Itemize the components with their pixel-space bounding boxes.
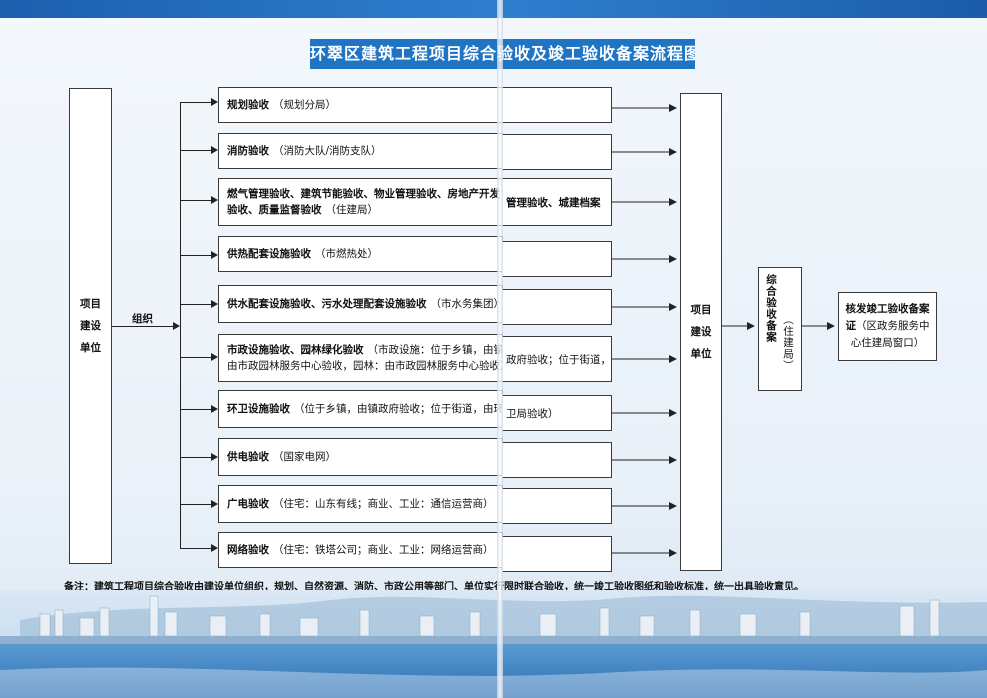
top-band-left — [0, 0, 500, 18]
branch-line — [180, 504, 212, 505]
acceptance-item-sanitation: 环卫设施验收 （位于乡镇，由镇政府验收；位于街道，由环 — [218, 390, 503, 428]
item-dept: （市政设施：位于乡镇，由镇 — [367, 344, 503, 356]
acceptance-item-sanitation-cont: 卫局验收） — [502, 395, 612, 431]
item-title: 供电验收 — [227, 451, 269, 463]
project-unit-line: 项目 — [690, 304, 712, 316]
acceptance-item-planning-cont — [502, 87, 612, 123]
project-unit-line: 单位 — [690, 348, 712, 360]
acceptance-item-water: 供水配套设施验收、污水处理配套设施验收（市水务集团） — [218, 285, 503, 323]
item-dept: （规划分局） — [273, 99, 336, 111]
branch-line — [180, 255, 212, 256]
record-title: 综合验收备案 — [765, 274, 777, 343]
item-dept: （消防大队/消防支队） — [273, 145, 382, 157]
branch-line — [180, 200, 212, 201]
acceptance-item-water-cont — [502, 289, 612, 325]
acceptance-item-municipal-cont: 政府验收；位于街道， — [502, 336, 612, 382]
final-box: 核发竣工验收备案证（区政务服务中心住建局窗口） — [838, 292, 937, 361]
organize-arrow-head — [173, 322, 180, 330]
branch-arrow-head — [211, 353, 218, 361]
branch-arrow-head — [211, 251, 218, 259]
item-title: 消防验收 — [227, 145, 269, 157]
acceptance-item-housing-cont: 管理验收、城建档案 — [502, 178, 612, 226]
item-continuation: 政府验收；位于街道， — [506, 353, 611, 366]
branch-arrow-head — [211, 300, 218, 308]
item-dept: （住建局） — [325, 204, 379, 216]
acceptance-item-broadcast-cont — [502, 488, 612, 524]
top-band-right — [500, 0, 987, 18]
acceptance-item-municipal: 市政设施验收、园林绿化验收（市政设施：位于乡镇，由镇 由市政园林服务中心验收，园… — [218, 334, 503, 382]
acceptance-item-broadcast: 广电验收 （住宅：山东有线；商业、工业：通信运营商） — [218, 485, 503, 523]
branch-arrow-head — [211, 500, 218, 508]
item-continuation: 卫局验收） — [506, 407, 559, 420]
item-title: 供水配套设施验收、污水处理配套设施验收 — [227, 298, 427, 310]
item-line: 验收、质量监督验收（住建局） — [227, 202, 378, 218]
branch-line — [180, 102, 212, 103]
item-title: 环卫设施验收 — [227, 403, 290, 415]
item-line: 市政设施验收、园林绿化验收（市政设施：位于乡镇，由镇 — [227, 342, 503, 358]
branch-line — [180, 457, 212, 458]
project-unit-line: 项目 — [80, 298, 101, 310]
branch-rail — [180, 102, 181, 548]
acceptance-item-heating-cont — [502, 241, 612, 277]
fold-line — [497, 0, 503, 698]
record-box: 综合验收备案 （住建局） — [758, 267, 802, 391]
acceptance-item-heating: 供热配套设施验收 （市燃热处） — [218, 236, 503, 272]
branch-arrow-head — [211, 544, 218, 552]
item-continuation: 管理验收、城建档案 — [506, 196, 601, 209]
organize-arrow-line — [112, 326, 174, 327]
project-unit-box-right: 项目 建设 单位 — [680, 93, 722, 571]
acceptance-item-power: 供电验收 （国家电网） — [218, 438, 503, 476]
item-dept: （市燃热处） — [315, 248, 378, 260]
branch-line — [180, 409, 212, 410]
item-title: 燃气管理验收、建筑节能验收、物业管理验收、房地产开发 — [227, 188, 500, 200]
branch-line — [180, 357, 212, 358]
item-title: 供热配套设施验收 — [227, 248, 311, 260]
acceptance-item-planning: 规划验收 （规划分局） — [218, 87, 503, 123]
item-title: 网络验收 — [227, 544, 269, 556]
item-dept: （位于乡镇，由镇政府验收；位于街道，由环 — [294, 403, 503, 415]
acceptance-item-network-cont — [502, 536, 612, 572]
branch-arrow-head — [211, 453, 218, 461]
acceptance-item-power-cont — [502, 442, 612, 478]
item-dept-line2: 由市政园林服务中心验收，园林：由市政园林服务中心验收） — [227, 360, 503, 372]
item-dept: （住宅：铁塔公司；商业、工业：网络运营商） — [273, 544, 494, 556]
branch-arrow-head — [211, 98, 218, 106]
final-title: 核发竣工验收备案证 — [845, 303, 930, 332]
item-dept: （市水务集团） — [430, 298, 503, 310]
project-unit-line: 建设 — [690, 326, 712, 338]
branch-line — [180, 150, 212, 151]
organize-label: 组织 — [132, 313, 153, 325]
item-title: 市政设施验收、园林绿化验收 — [227, 344, 364, 356]
project-unit-line: 单位 — [80, 342, 101, 354]
footnote: 备注：建筑工程项目综合验收由建设单位组织，规划、自然资源、消防、市政公用等部门、… — [64, 582, 804, 593]
acceptance-item-fire-cont — [502, 134, 612, 170]
item-title-line2: 验收、质量监督验收 — [227, 204, 322, 216]
city-skyline-illustration — [0, 590, 987, 698]
item-line: 燃气管理验收、建筑节能验收、物业管理验收、房地产开发 — [227, 186, 500, 202]
branch-arrow-head — [211, 196, 218, 204]
branch-arrow-head — [211, 405, 218, 413]
item-title: 广电验收 — [227, 498, 269, 510]
record-dept: （住建局） — [782, 314, 794, 372]
branch-line — [180, 304, 212, 305]
acceptance-item-network: 网络验收 （住宅：铁塔公司；商业、工业：网络运营商） — [218, 532, 503, 568]
project-unit-line: 建设 — [80, 320, 101, 332]
final-dept: （区政务服务中心住建局窗口） — [850, 320, 930, 349]
branch-arrow-head — [211, 146, 218, 154]
item-line: 由市政园林服务中心验收，园林：由市政园林服务中心验收） — [227, 358, 503, 374]
item-dept: （国家电网） — [273, 451, 336, 463]
branch-line — [180, 548, 212, 549]
project-unit-box-left: 项目 建设 单位 — [69, 88, 112, 564]
acceptance-item-housing: 燃气管理验收、建筑节能验收、物业管理验收、房地产开发 验收、质量监督验收（住建局… — [218, 178, 503, 226]
item-title: 规划验收 — [227, 99, 269, 111]
item-dept: （住宅：山东有线；商业、工业：通信运营商） — [273, 498, 494, 510]
acceptance-item-fire: 消防验收 （消防大队/消防支队） — [218, 133, 503, 169]
